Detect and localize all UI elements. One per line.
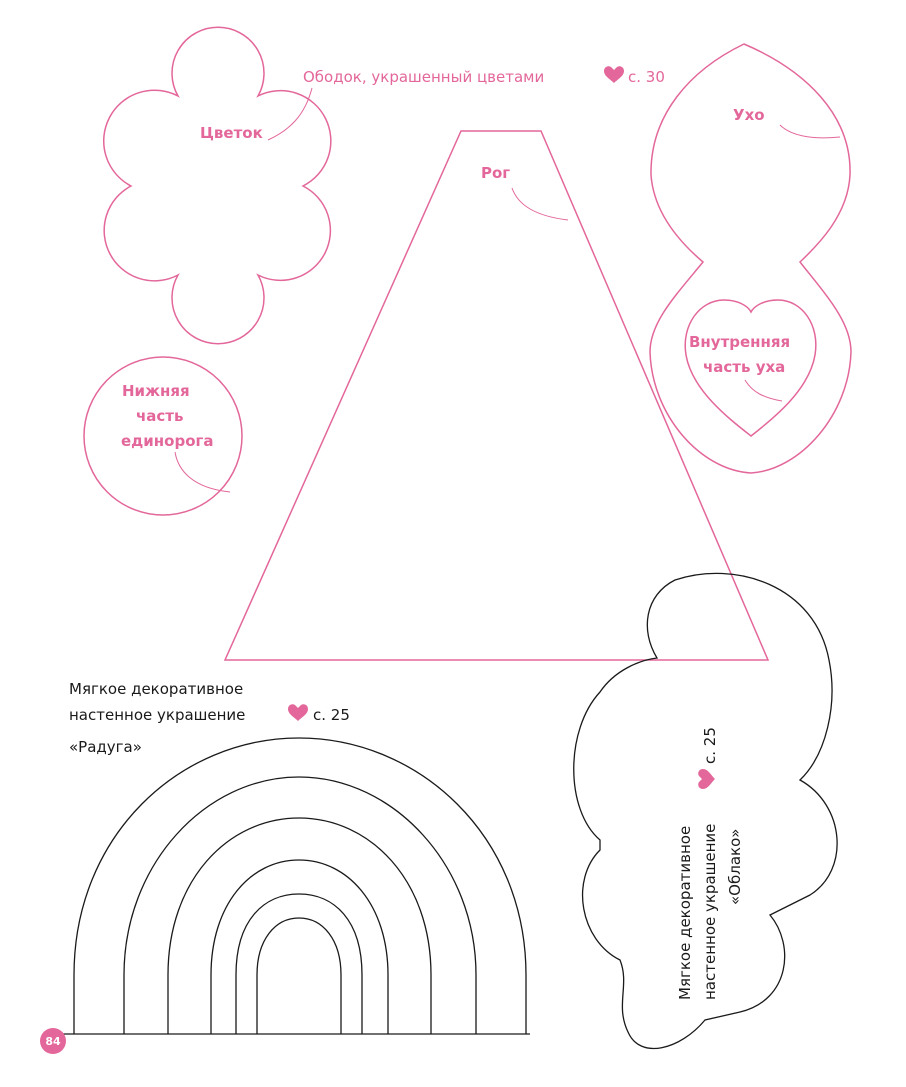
rainbow-band-outline [256,917,342,1034]
rainbow-band-outline [210,859,389,1034]
rainbow-band-outline [73,737,527,1034]
inner-ear-outline [684,299,817,437]
cloud-template: Мягкое декоративное настенное украшение … [573,572,838,1049]
page-number-badge: 84 [40,1028,66,1054]
rainbow-band-outline [123,776,477,1034]
inner-ear-label-line2: часть уха [703,358,785,376]
flower-label: Цветок [200,124,263,142]
horn-leader-line [511,187,569,221]
horn-label: Рог [481,164,510,182]
rainbow-title-line2: настенное украшение [69,706,245,724]
base-label-line2: часть [136,407,184,425]
headband-title: Ободок, украшенный цветами [303,68,544,86]
rainbow-band-outline [235,893,363,1034]
page-number: 84 [45,1035,61,1048]
ear-leader-line [779,124,841,139]
ear-label: Ухо [733,106,765,124]
heart-icon [698,769,715,789]
page-number-circle [40,1028,66,1054]
cloud-page-ref: с. 25 [701,727,719,764]
ear-template: Ухо Внутренняя часть уха [649,43,852,474]
cloud-caption: Мягкое декоративное настенное украшение … [676,727,744,1000]
rainbow-template [45,737,530,1035]
ear-outer-outline [649,43,852,474]
heart-icon [604,66,624,83]
rainbow-band-outline [167,817,432,1034]
flower-outline [103,26,332,345]
horn-outline [223,130,770,661]
flower-leader-line [267,87,313,141]
horn-template: Рог [223,130,770,661]
rainbow-page-ref: с. 25 [313,706,350,724]
heart-icon [288,704,308,721]
flower-template: Цветок [103,26,332,345]
rainbow-name: «Радуга» [69,738,142,756]
base-leader-line [174,451,231,493]
rainbow-title-line1: Мягкое декоративное [69,680,243,698]
base-circle-outline [83,356,243,516]
cloud-name: «Облако» [726,829,744,905]
cloud-outline [573,572,838,1049]
inner-ear-label-line1: Внутренняя [689,333,790,351]
base-template: Нижняя часть единорога [83,356,243,516]
headband-page-ref: с. 30 [628,68,665,86]
cloud-title-line1: Мягкое декоративное [676,826,694,1000]
inner-ear-leader-line [744,379,783,402]
base-label-line3: единорога [121,432,213,450]
base-label-line1: Нижняя [122,382,190,400]
cloud-title-line2: настенное украшение [701,824,719,1000]
